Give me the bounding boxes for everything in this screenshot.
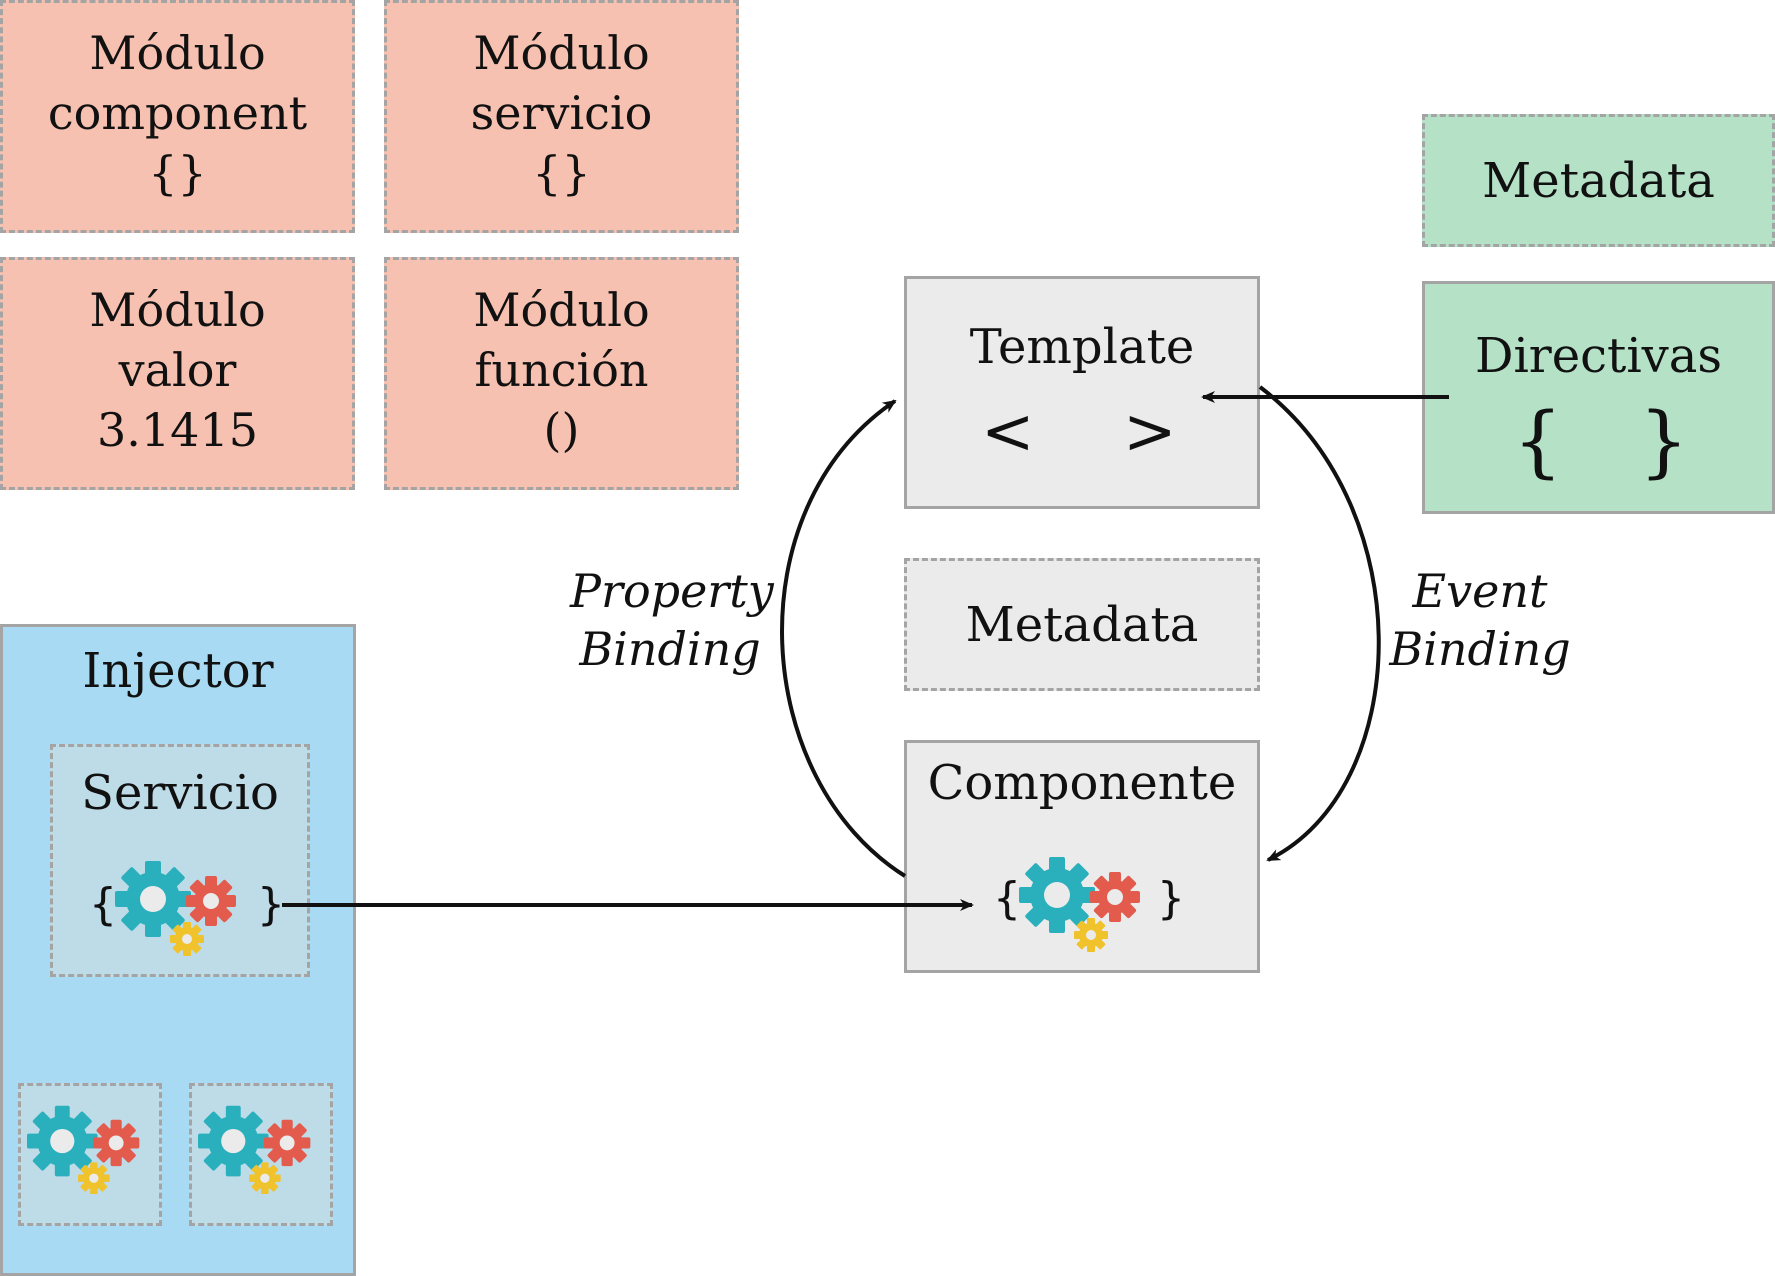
injector-instance-box-1	[18, 1083, 162, 1226]
event-binding-line2: Binding	[1389, 622, 1571, 676]
metadata-directive-label: Metadata	[1482, 152, 1715, 209]
module-servicio-line3: {}	[532, 145, 591, 200]
event-binding-line1: Event	[1412, 564, 1548, 618]
directivas-close-brace: }	[1639, 397, 1689, 487]
instance-1-gears-icon	[27, 1100, 157, 1214]
injector-title: Injector	[82, 643, 274, 699]
template-box: Template < >	[904, 276, 1260, 509]
property-binding-arrow	[780, 399, 907, 878]
servicio-gears-icon	[115, 859, 255, 973]
directivas-title: Directivas	[1474, 328, 1723, 384]
module-valor-line3: 3.1415	[97, 402, 258, 457]
module-valor-line1: Módulo	[89, 282, 266, 337]
event-binding-arrow	[1258, 385, 1381, 862]
property-binding-line1: Property	[570, 564, 774, 618]
componente-box: Componente { }	[904, 740, 1260, 973]
injector-instance-box-2	[189, 1083, 333, 1226]
event-binding-label: Event Binding	[1380, 562, 1580, 678]
servicio-open-brace: {	[89, 879, 117, 930]
componente-open-brace: {	[993, 873, 1021, 924]
module-servicio-box: Módulo servicio {}	[384, 0, 739, 233]
template-title: Template	[969, 319, 1195, 375]
property-binding-line2: Binding	[579, 622, 761, 676]
metadata-directive-box: Metadata	[1422, 114, 1775, 247]
injector-box: Injector Servicio { }	[0, 624, 356, 1276]
module-servicio-line2: servicio	[470, 85, 653, 140]
metadata-component-box: Metadata	[904, 558, 1260, 691]
componente-title: Componente	[927, 755, 1237, 811]
module-valor-box: Módulo valor 3.1415	[0, 257, 355, 490]
instance-2-gears-icon	[198, 1100, 328, 1214]
module-servicio-line1: Módulo	[473, 25, 650, 80]
module-funcion-box: Módulo función ()	[384, 257, 739, 490]
servicio-title: Servicio	[81, 765, 279, 821]
module-funcion-line2: función	[474, 342, 649, 397]
template-close-angle: >	[1123, 395, 1177, 469]
module-component-line3: {}	[148, 145, 207, 200]
module-funcion-line3: ()	[543, 402, 580, 457]
metadata-component-label: Metadata	[965, 596, 1199, 653]
directivas-open-brace: {	[1513, 397, 1563, 487]
servicio-close-brace: }	[257, 879, 285, 930]
template-open-angle: <	[981, 395, 1035, 469]
module-component-line2: component	[47, 85, 308, 140]
componente-gears-icon	[1019, 855, 1159, 969]
module-component-line1: Módulo	[89, 25, 266, 80]
module-component-box: Módulo component {}	[0, 0, 355, 233]
componente-close-brace: }	[1157, 873, 1185, 924]
module-valor-line2: valor	[118, 342, 237, 397]
servicio-box: Servicio { }	[50, 744, 310, 977]
module-funcion-line1: Módulo	[473, 282, 650, 337]
directivas-box: Directivas { }	[1422, 281, 1775, 514]
property-binding-label: Property Binding	[570, 562, 774, 678]
